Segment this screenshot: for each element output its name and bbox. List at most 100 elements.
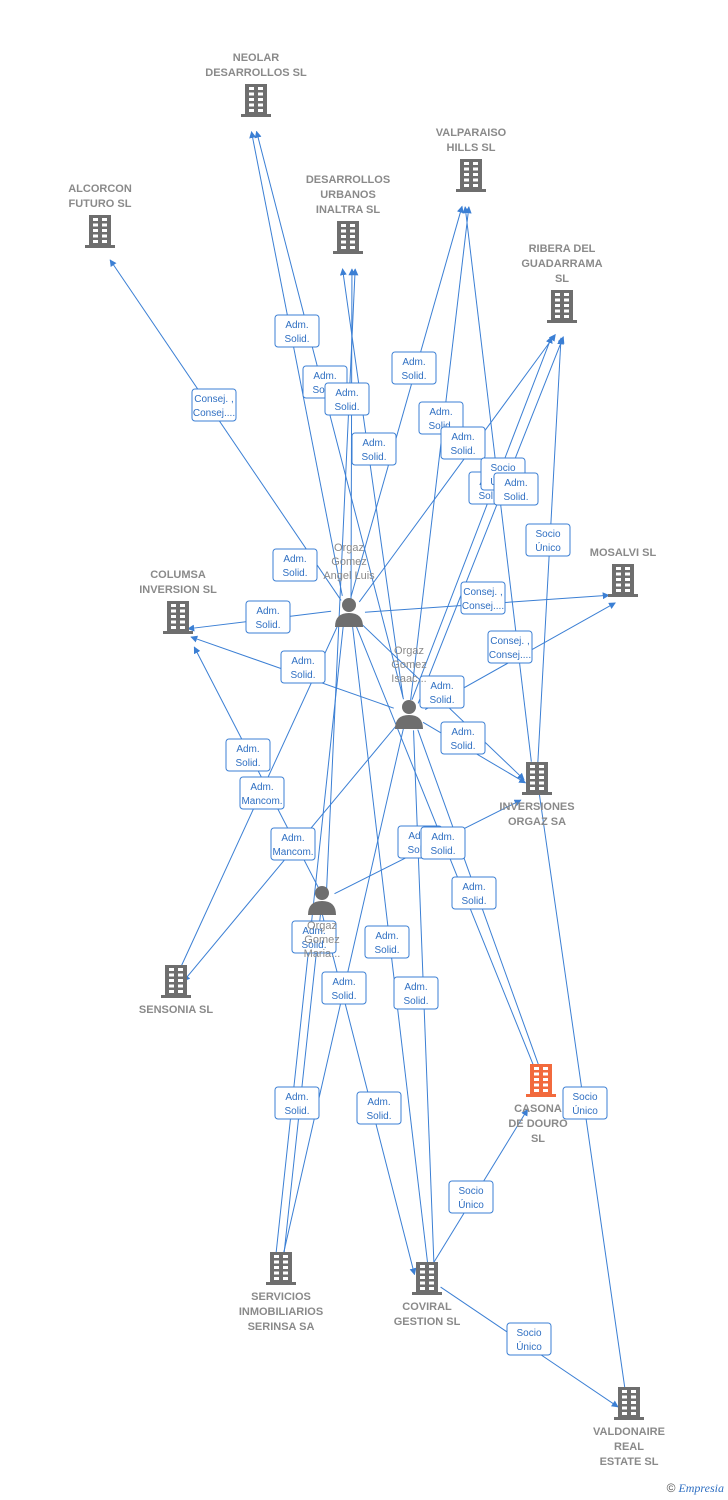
edge-label-box [451,876,497,910]
edge-label-text: Adm. [256,606,279,617]
edge-label-text: Solid. [403,996,428,1007]
person-node-maria[interactable]: OrgazGomezMaria... [304,886,341,960]
edge-label[interactable]: Adm.Solid. [225,738,271,772]
company-node-sensonia[interactable]: SENSONIA SL [139,965,213,1016]
edge-label[interactable]: Adm.Mancom. [239,776,285,810]
building-icon [456,159,486,192]
edge-label-text: Adm. [335,388,358,399]
edge-label[interactable]: Consej. ,Consej.... [191,388,237,422]
edge-label[interactable]: Adm.Solid. [274,1086,320,1120]
person-icon [308,886,336,915]
person-name: Maria... [304,948,341,960]
edge-label[interactable]: Consej. ,Consej.... [460,581,506,615]
edge-label[interactable]: Adm. Solid. [440,721,486,755]
edge-label[interactable]: Adm.Solid. [418,401,464,435]
person-name: Angel Luis [323,570,375,582]
edge-label[interactable]: Adm.Solid. [356,1091,402,1125]
edge-label[interactable]: Consej. ,Consej.... [487,630,533,664]
edge-label[interactable]: Adm.Solid. [274,314,320,348]
edge-label[interactable]: Adm.Solid. [351,432,397,466]
edge-label-box [324,382,370,416]
edge-label-text: Adm. [362,438,385,449]
edge-label-box [440,426,486,460]
company-name: INVERSIONES [499,801,574,813]
edge-label-text: Consej.... [489,650,531,661]
edge-label-box [440,721,486,755]
company-name: FUTURO SL [69,198,132,210]
company-name: SERINSA SA [248,1321,315,1333]
edge-label-text: Solid. [461,896,486,907]
edge-label-text: Adm. [285,1092,308,1103]
edge-label-box [487,630,533,664]
edge-label[interactable]: Adm.Solid. [272,548,318,582]
edge-label-text: Socio [572,1092,597,1103]
edge-label[interactable]: Adm.Solid. [419,675,465,709]
edge-label-text: Solid. [503,492,528,503]
edge-label[interactable]: Adm.Solid. [440,426,486,460]
company-name: VALPARAISO [436,127,507,139]
building-icon [526,1064,556,1097]
edge-isaac-inaltra [339,268,404,698]
edge-label-text: Solid. [450,741,475,752]
company-name: REAL [614,1441,644,1453]
company-name: ALCORCON [68,183,132,195]
edge-label-text: Socio [516,1328,541,1339]
edge-label-text: Adm. [451,432,474,443]
edge-label-text: Único [458,1198,484,1211]
edge-label-text: Mancom. [272,847,313,858]
edge-label[interactable]: Adm.Solid. [451,876,497,910]
building-icon [608,564,638,597]
person-node-isaac[interactable]: OrgazGomezIsaac... [391,645,427,729]
edge-label-box [419,675,465,709]
edge-label[interactable]: Adm.Solid. [291,920,337,954]
edge-label[interactable]: Adm.Mancom. [270,827,316,861]
person-name: Gomez [391,659,426,671]
edge-label-text: Adm. [451,727,474,738]
edge-label-text: Consej. , [463,587,502,598]
edge-label-box [225,738,271,772]
edge-label-text: Solid. [407,845,432,856]
edge-label[interactable]: Adm.Solid. [280,650,326,684]
building-icon [266,1252,296,1285]
company-name: COVIRAL [402,1301,452,1313]
edge-label[interactable]: Adm.Solid. [420,826,466,860]
company-node-alcorcon[interactable]: ALCORCON FUTURO SL [68,183,132,248]
edge-label[interactable]: Adm.Solid. [245,600,291,634]
company-node-mosalvi[interactable]: MOSALVI SL [590,547,657,597]
company-name: DESARROLLOS SL [205,67,307,79]
edge-angel-neolar [249,130,343,596]
edge-label-text: Solid. [290,670,315,681]
edge-isaac-valparaiso [410,206,472,701]
edge-label[interactable]: Adm.Solid. [493,472,539,506]
building-icon [241,84,271,117]
edge-label[interactable]: Adm.Solid. [393,976,439,1010]
company-name: RIBERA DEL [529,243,596,255]
edge-label[interactable]: Adm.Solid. [364,925,410,959]
edge-label[interactable]: Adm.Solid. [321,971,367,1005]
company-name: ESTATE SL [600,1456,659,1468]
edge-label-box [506,1322,552,1356]
edge-label-text: Adm. [431,832,454,843]
edge-label[interactable]: Adm.Solid. [324,382,370,416]
edge-label-text: Adm. [408,831,431,842]
edge-label-box [351,432,397,466]
company-name: CASONA [514,1103,562,1115]
company-name: SENSONIA SL [139,1004,213,1016]
edge-label[interactable]: Adm.Solid. [391,351,437,385]
footer-brand[interactable]: ©Empresia [667,1481,724,1496]
